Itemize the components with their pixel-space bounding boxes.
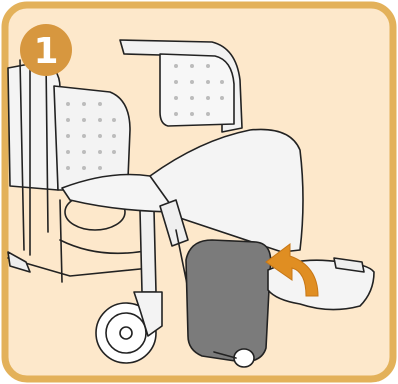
caster-wheel-hub	[120, 327, 132, 339]
backrest-left-panel	[8, 62, 60, 190]
legrest-knob	[234, 349, 254, 367]
legrest-calf-pad	[186, 240, 271, 362]
backrest-right-panel	[160, 54, 234, 126]
caster-stem	[140, 210, 156, 292]
step-number: 1	[33, 31, 58, 72]
step-badge: 1	[20, 24, 72, 76]
